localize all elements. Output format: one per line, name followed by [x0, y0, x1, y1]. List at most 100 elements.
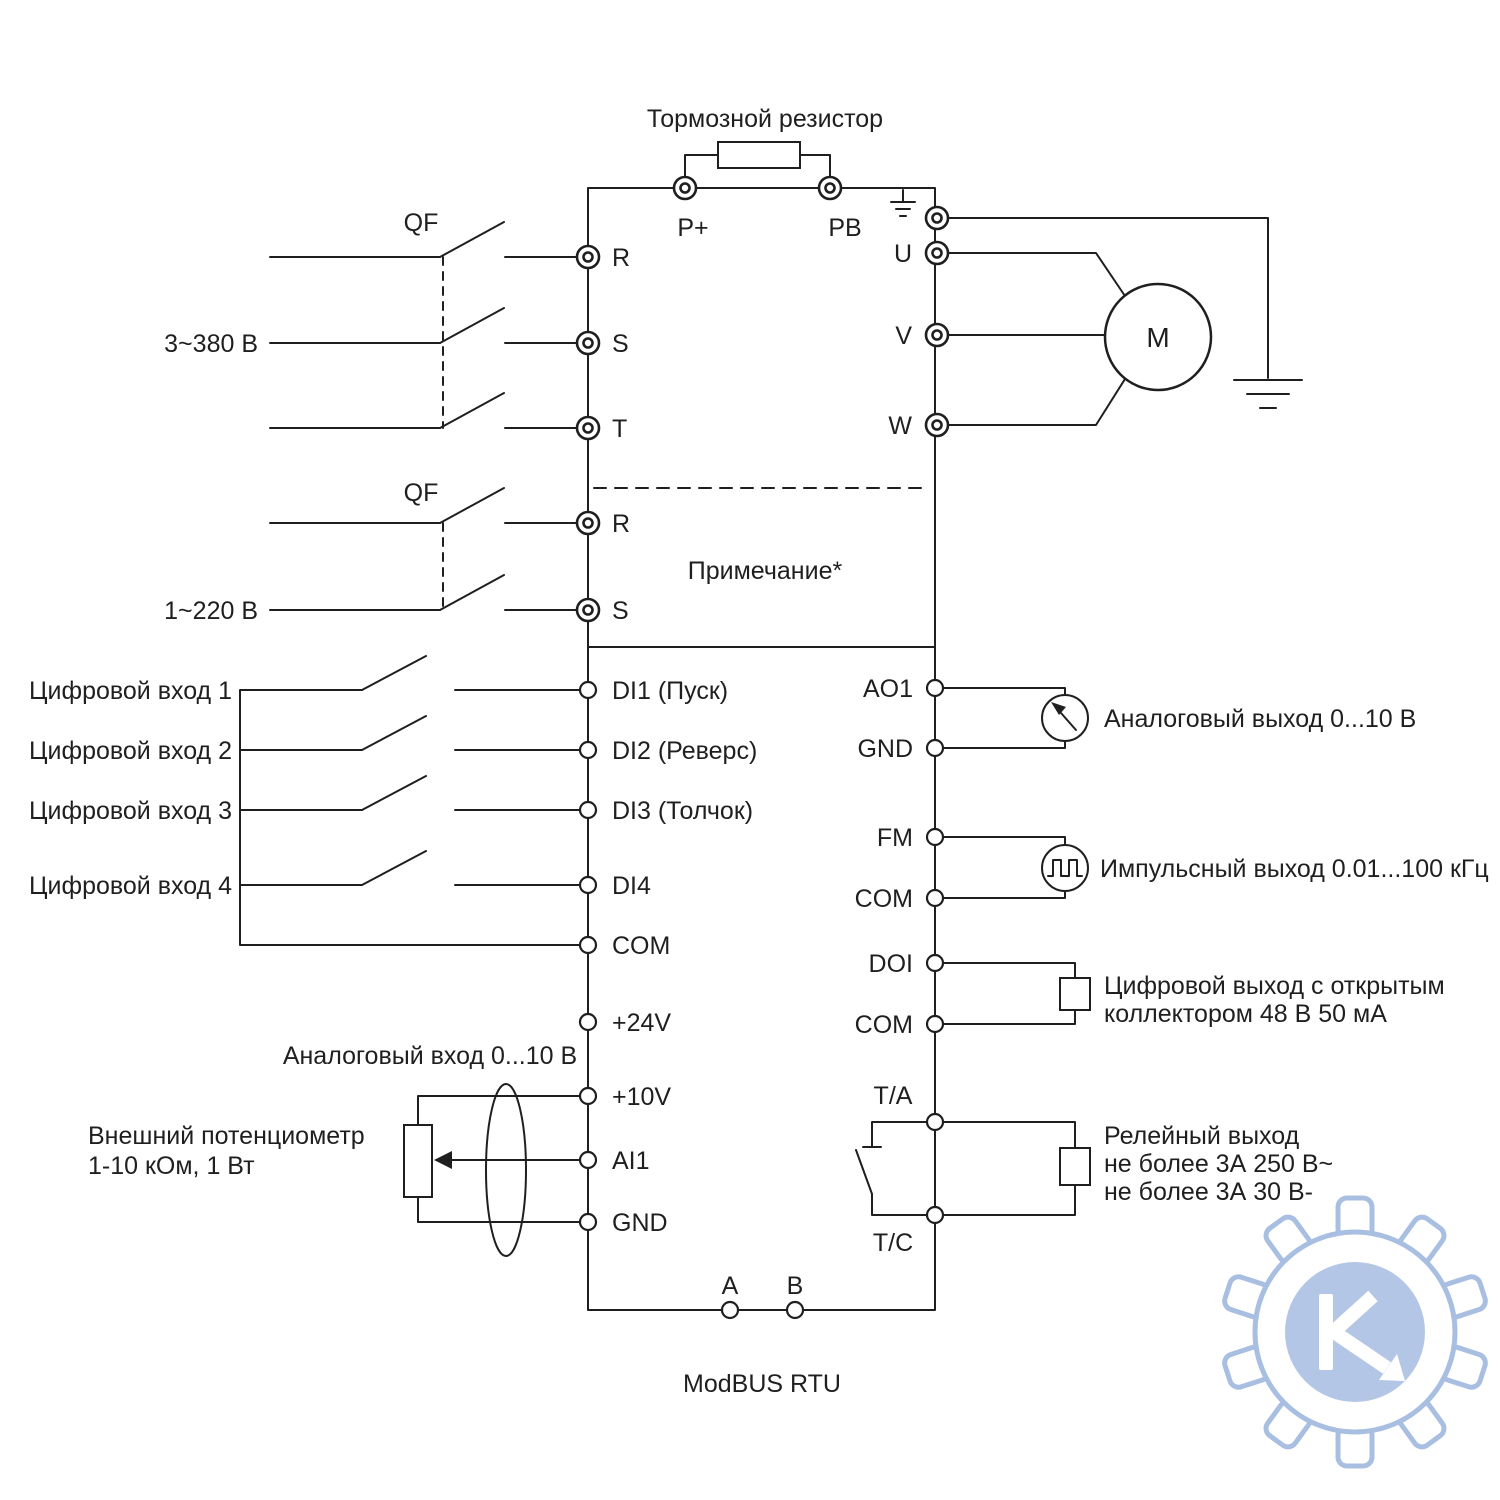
voltmeter-needle [1060, 712, 1077, 731]
terminal-gnd-left [578, 1212, 598, 1232]
analog-output-label: Аналоговый выход 0...10 В [1104, 705, 1416, 733]
motor-label: M [1146, 322, 1169, 353]
digital-input-2-label: Цифровой вход 2 [29, 737, 232, 765]
analog-output-wires [942, 687, 1066, 749]
terminal-di4-label: DI4 [612, 872, 651, 900]
ground-symbol-icon [1233, 379, 1303, 409]
terminal-pb-label: PB [828, 214, 861, 242]
pulse-symbol [1041, 844, 1089, 892]
terminal-pb [817, 175, 843, 201]
terminal-doi [925, 953, 945, 973]
terminal-gnd-right [925, 738, 945, 758]
terminal-di1-label: DI1 (Пуск) [612, 677, 728, 705]
analog-input-wires [417, 1095, 581, 1223]
terminal-gnd-right-label: GND [857, 735, 913, 763]
terminal-v-label: V [895, 322, 912, 350]
pulse-output-label: Импульсный выход 0.01...100 кГц [1100, 855, 1489, 883]
terminal-ai1 [578, 1150, 598, 1170]
note-label: Примечание* [688, 557, 843, 585]
terminal-com2-label: COM [855, 885, 913, 913]
terminal-com2 [925, 888, 945, 908]
terminal-earth [924, 205, 950, 231]
pulse-output-circuit: FM COM Импульсный выход 0.01...100 кГц [855, 824, 1489, 913]
potentiometer-label-line1: Внешний потенциометр [88, 1122, 365, 1150]
breaker-qf1-label: QF [404, 209, 439, 237]
three-phase-input-circuit: QF 3~380 В R S T [164, 209, 630, 443]
earth-icon [890, 189, 916, 217]
terminal-r1 [575, 244, 601, 270]
logo-letter-k [1319, 1290, 1405, 1381]
digital-inputs-circuit: Цифровой вход 1 Цифровой вход 2 Цифровой… [29, 655, 757, 1037]
relay-contact-symbol [855, 1121, 928, 1216]
terminal-fm-label: FM [877, 824, 913, 852]
terminal-r2 [575, 510, 601, 536]
digital-output-label-line1: Цифровой выход с открытым [1104, 972, 1445, 1000]
wiper-arrow-icon [434, 1151, 452, 1169]
terminal-p-plus [672, 175, 698, 201]
terminal-com1-label: COM [612, 932, 670, 960]
terminal-doi-label: DOI [869, 950, 913, 978]
load-symbol [1059, 977, 1091, 1011]
relay-output-label-line3: не более 3А 30 В- [1104, 1178, 1313, 1206]
relay-output-label-line2: не более 3А 250 В~ [1104, 1150, 1333, 1178]
analog-input-circuit: Аналоговый вход 0...10 В Внешний потенци… [88, 1042, 671, 1257]
motor-wires [947, 217, 1269, 426]
analog-output-circuit: AO1 GND Аналоговый выход 0...10 В [857, 675, 1416, 763]
breaker-qf2-blades [439, 487, 505, 611]
terminal-di3 [578, 800, 598, 820]
pulse-output-wires [942, 836, 1066, 899]
shielded-cable-symbol [485, 1083, 527, 1257]
terminal-di2 [578, 740, 598, 760]
terminal-b [785, 1300, 805, 1320]
digital-input-4-label: Цифровой вход 4 [29, 872, 232, 900]
terminal-ai1-label: AI1 [612, 1147, 650, 1175]
terminal-com3-label: COM [855, 1011, 913, 1039]
terminal-s2-label: S [612, 597, 629, 625]
gear-logo-icon [1222, 1195, 1488, 1469]
terminal-r1-label: R [612, 244, 630, 272]
terminal-24v [578, 1012, 598, 1032]
terminal-24v-label: +24V [612, 1009, 671, 1037]
terminal-fm [925, 827, 945, 847]
terminal-r2-label: R [612, 510, 630, 538]
terminal-a [720, 1300, 740, 1320]
digital-output-label-line2: коллектором 48 В 50 мА [1104, 1000, 1387, 1028]
potentiometer-label-line2: 1-10 кОм, 1 Вт [88, 1152, 255, 1180]
terminal-a-label: A [722, 1272, 739, 1300]
relay-output-wires [942, 1121, 1076, 1216]
terminal-di1 [578, 680, 598, 700]
modbus-port: A B ModBUS RTU [683, 1272, 841, 1398]
terminal-tc [925, 1205, 945, 1225]
terminal-ao1 [925, 678, 945, 698]
terminal-v [924, 322, 950, 348]
terminal-p-plus-label: P+ [677, 214, 708, 242]
terminal-ao1-label: AO1 [863, 675, 913, 703]
terminal-com1 [578, 935, 598, 955]
terminal-di3-label: DI3 (Толчок) [612, 797, 753, 825]
braking-resistor-wires [684, 154, 831, 187]
terminal-com3 [925, 1014, 945, 1034]
terminal-b-label: B [787, 1272, 804, 1300]
relay-output-label-line1: Релейный выход [1104, 1122, 1300, 1150]
three-phase-wires [269, 256, 578, 429]
terminal-t1 [575, 415, 601, 441]
potentiometer-symbol [403, 1124, 433, 1198]
braking-resistor-symbol [717, 141, 801, 169]
terminal-u [924, 240, 950, 266]
relay-output-circuit: T/A T/C Релейный выход не более 3А 250 В… [855, 1082, 1333, 1257]
terminal-ta [925, 1112, 945, 1132]
digital-input-3-label: Цифровой вход 3 [29, 797, 232, 825]
breaker-qf1-blades [439, 221, 505, 429]
single-phase-wires [269, 522, 578, 611]
terminal-10v [578, 1086, 598, 1106]
open-collector-wires [942, 962, 1076, 1025]
square-wave-icon [1047, 859, 1083, 877]
digital-input-wires [239, 689, 581, 946]
terminal-di2-label: DI2 (Реверс) [612, 737, 757, 765]
breaker-qf2-label: QF [404, 479, 439, 507]
terminal-u-label: U [894, 240, 912, 268]
digital-input-switch-blades [361, 655, 427, 886]
relay-load-symbol [1059, 1147, 1091, 1186]
analog-input-title: Аналоговый вход 0...10 В [283, 1042, 577, 1070]
